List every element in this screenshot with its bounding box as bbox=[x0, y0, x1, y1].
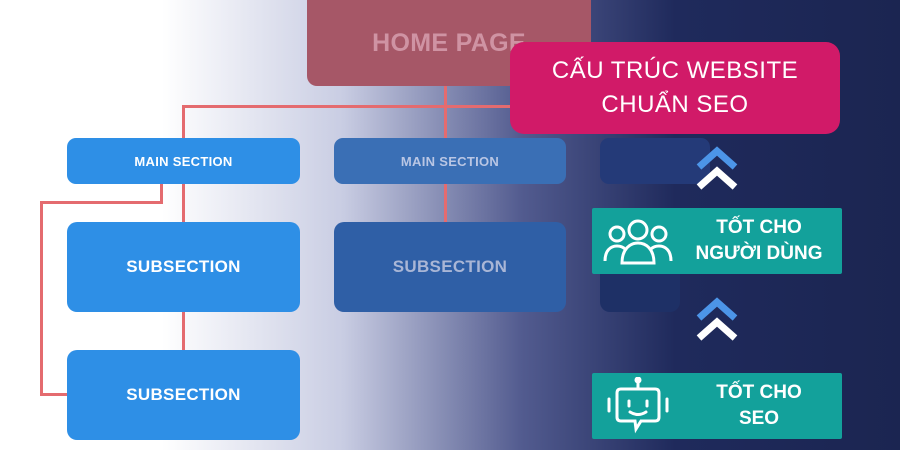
users-group-icon bbox=[592, 208, 684, 274]
main-section-box-1: MAIN SECTION bbox=[67, 138, 300, 184]
connector-main2-to-sub2 bbox=[444, 184, 447, 222]
subsection-box-1: SUBSECTION bbox=[67, 222, 300, 312]
subsection-label-2: SUBSECTION bbox=[392, 257, 508, 276]
connector-horizontal-top bbox=[182, 105, 552, 108]
connector-to-sub3 bbox=[40, 393, 67, 396]
connector-home-down bbox=[444, 86, 447, 106]
main-section-label-2: MAIN SECTION bbox=[400, 153, 500, 169]
benefit-good-for-users: TỐT CHO NGƯỜI DÙNG bbox=[592, 208, 842, 274]
connector-sub1-stub bbox=[182, 312, 185, 350]
robot-icon bbox=[592, 373, 684, 439]
benefit-2-line-2: SEO bbox=[738, 408, 780, 429]
benefit-2-line-1: TỐT CHO bbox=[716, 382, 802, 403]
main-section-box-2: MAIN SECTION bbox=[334, 138, 566, 184]
title-card: CẤU TRÚC WEBSITE CHUẨN SEO bbox=[510, 42, 840, 134]
subsection-box-2: SUBSECTION bbox=[334, 222, 566, 312]
subsection-box-3: SUBSECTION bbox=[67, 350, 300, 440]
title-line-1: CẤU TRÚC WEBSITE bbox=[551, 57, 799, 84]
connector-main1-to-sub1 bbox=[182, 184, 185, 222]
benefit-good-for-seo: TỐT CHO SEO bbox=[592, 373, 842, 439]
subsection-label-1: SUBSECTION bbox=[126, 257, 241, 276]
subsection-label-3: SUBSECTION bbox=[126, 385, 241, 404]
main-section-box-3 bbox=[600, 138, 710, 184]
benefit-1-line-2: NGƯỜI DÙNG bbox=[695, 243, 823, 264]
title-line-2: CHUẨN SEO bbox=[601, 91, 749, 118]
connector-branch-horizontal bbox=[40, 201, 163, 204]
double-chevron-up-icon bbox=[696, 146, 738, 190]
connector-to-main-1 bbox=[182, 105, 185, 138]
connector-to-main-2 bbox=[444, 105, 447, 138]
connector-branch-vertical bbox=[40, 201, 43, 395]
benefit-1-line-1: TỐT CHO bbox=[716, 217, 802, 238]
connector-main1-branch bbox=[160, 184, 163, 202]
double-chevron-up-icon bbox=[696, 297, 738, 341]
home-page-label: HOME PAGE bbox=[372, 28, 526, 57]
main-section-label-1: MAIN SECTION bbox=[134, 153, 233, 169]
